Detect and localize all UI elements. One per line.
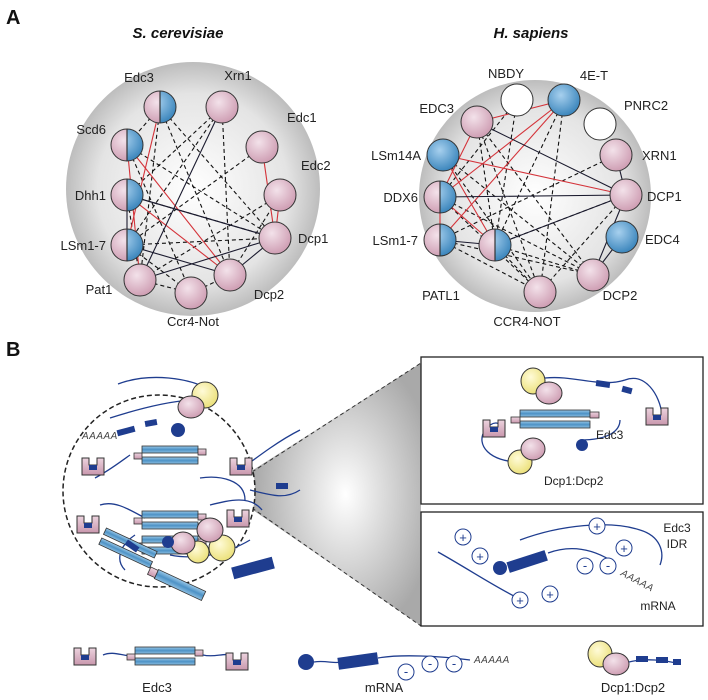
yeast-label-lsm1-7: LSm1-7	[60, 238, 106, 253]
plus-charge: +	[620, 541, 628, 556]
human-node-xrn1	[599, 138, 633, 172]
legend-mrna-label: mRNA	[365, 680, 404, 695]
plus-charge: +	[459, 530, 467, 545]
legend-polya: AAAAA	[473, 655, 510, 666]
yeast-label-dhh1: Dhh1	[75, 188, 106, 203]
human-node-edc3	[460, 105, 494, 139]
human-label-edc4: EDC4	[645, 232, 680, 247]
yeast-label-dcp1: Dcp1	[298, 231, 328, 246]
yeast-label-scd6: Scd6	[76, 122, 106, 137]
human-label-patl1: PATL1	[422, 288, 460, 303]
yeast-node-ccr4-not	[174, 276, 208, 310]
human-label-edc3: EDC3	[419, 101, 454, 116]
human-label-ccr4-not: CCR4-NOT	[493, 314, 560, 329]
human-node-lsm1-7	[423, 223, 457, 257]
dcp2-pink	[535, 381, 563, 405]
human-node-edc4	[605, 220, 639, 254]
plus-charge: +	[593, 519, 601, 534]
human-node-nbdy	[500, 83, 534, 117]
yeast-title: S. cerevisiae	[133, 25, 224, 42]
human-edges	[439, 99, 627, 293]
yeast-node-edc2	[263, 178, 297, 212]
minus-charge: -	[404, 664, 408, 679]
plus-charge: +	[476, 549, 484, 564]
human-label-xrn1: XRN1	[642, 148, 677, 163]
yeast-label-edc2: Edc2	[301, 158, 331, 173]
human-network: H. sapiens	[371, 25, 682, 329]
droplet-mrna-body	[231, 556, 275, 580]
human-node-lsm14a	[426, 138, 460, 172]
legend-mrna: AAAAA - - - mRNA	[298, 652, 510, 695]
human-label-dcp2: DCP2	[603, 288, 638, 303]
human-node-dcp1	[609, 178, 643, 212]
yeast-label-ccr4-not: Ccr4-Not	[167, 314, 219, 329]
human-node-ccr4-not	[523, 275, 557, 309]
panel-a-label: A	[6, 7, 20, 29]
zoom-idr-label: IDR	[667, 537, 688, 551]
yeast-node-edc1	[245, 130, 279, 164]
zoom-box-top: Edc3 Dcp1:Dcp2	[420, 356, 704, 505]
human-node-patl1	[478, 228, 512, 262]
human-node-dcp2	[576, 258, 610, 292]
yeast-node-edc3	[143, 90, 177, 124]
yeast-label-dcp2: Dcp2	[254, 287, 284, 302]
human-label-dcp1: DCP1	[647, 189, 682, 204]
human-label-pnrc2: PNRC2	[624, 98, 668, 113]
yeast-node-dhh1	[110, 178, 144, 212]
panel-b-label: B	[6, 339, 20, 361]
minus-charge: -	[583, 558, 587, 573]
charges: + + + + + + - -	[454, 517, 633, 609]
yeast-node-scd6	[110, 128, 144, 162]
yeast-node-lsm1-7	[110, 228, 144, 262]
yeast-label-edc1: Edc1	[287, 110, 317, 125]
zoom-cone	[253, 363, 421, 626]
zoom-line-top	[251, 362, 422, 473]
yeast-network: S. cerevisiae	[60, 25, 330, 329]
human-title: H. sapiens	[493, 25, 568, 42]
human-node-ddx6	[423, 180, 457, 214]
zoom-top-edc3-label: Edc3	[596, 428, 624, 442]
minus-charge: -	[452, 656, 456, 671]
yeast-label-pat1: Pat1	[86, 282, 113, 297]
zoom-box-bottom: AAAAA + + + + + + - - Edc3 IDR mRNA	[420, 511, 704, 627]
legend-edc3-label: Edc3	[142, 680, 172, 695]
plus-charge: +	[516, 593, 524, 608]
condensate-droplet: AAAAA	[62, 376, 301, 602]
zoom-top-dcp-label: Dcp1:Dcp2	[544, 474, 604, 488]
yeast-node-dcp2	[213, 258, 247, 292]
yeast-label-xrn1: Xrn1	[224, 68, 251, 83]
droplet-polya: AAAAA	[81, 431, 118, 442]
plus-charge: +	[546, 587, 554, 602]
human-node-pnrc2	[583, 107, 617, 141]
human-label-lsm14a: LSm14A	[371, 148, 421, 163]
zoom-edc3-label: Edc3	[663, 521, 691, 535]
human-label-lsm1-7: LSm1-7	[372, 233, 418, 248]
human-label-nbdy: NBDY	[488, 66, 524, 81]
human-label-4e-t: 4E-T	[580, 68, 608, 83]
zoom-mrna-label: mRNA	[640, 599, 675, 613]
legend-dcp1-dcp2: Dcp1:Dcp2	[587, 640, 681, 695]
yeast-node-dcp1	[258, 221, 292, 255]
legend-edc3: Edc3	[73, 646, 249, 695]
minus-charge: -	[606, 558, 610, 573]
legend: Edc3 AAAAA - - - mRNA Dcp1:Dcp2	[73, 640, 681, 695]
zoom-line-bottom	[251, 507, 422, 627]
yeast-label-edc3: Edc3	[124, 70, 154, 85]
minus-charge: -	[428, 656, 432, 671]
human-node-4e-t	[547, 83, 581, 117]
legend-dcp-label: Dcp1:Dcp2	[601, 680, 665, 695]
zoom-mrna-body	[506, 550, 548, 573]
human-label-ddx6: DDX6	[383, 190, 418, 205]
yeast-node-pat1	[123, 263, 157, 297]
yeast-node-xrn1	[205, 90, 239, 124]
